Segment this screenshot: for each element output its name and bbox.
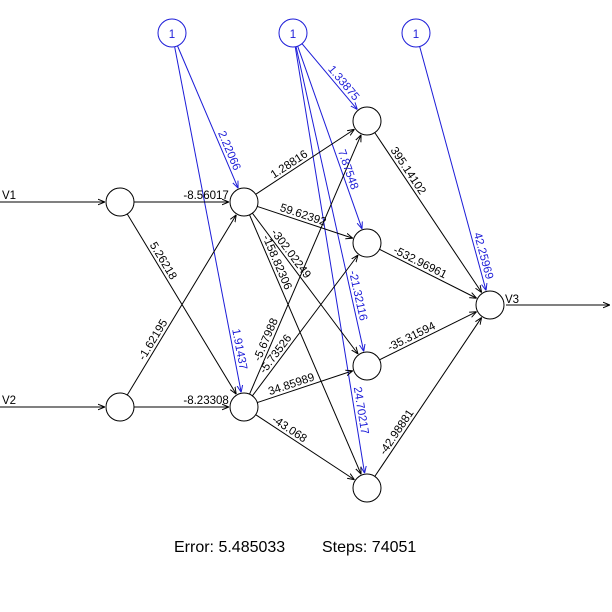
bias-edge-b2-h22 xyxy=(297,46,362,229)
bias-edge-b1-h12 xyxy=(174,46,242,393)
neuron-node-i2 xyxy=(105,392,135,422)
bias-weight-label-b1-h11: 2.22066 xyxy=(215,129,242,172)
bias-edge-b3-out xyxy=(419,46,486,291)
bias-edge-b2-h23 xyxy=(295,46,364,352)
neuron-node-h21 xyxy=(352,106,382,136)
weight-edge-h12-h22 xyxy=(251,255,358,397)
bias-edges xyxy=(174,43,486,473)
weight-edge-h11-h24 xyxy=(249,214,362,474)
weight-weight-label-i2-h12: -8.23308 xyxy=(183,395,228,407)
weight-edge-h12-h21 xyxy=(249,135,362,395)
neuron-node-i1 xyxy=(105,187,135,217)
bias-edge-b2-h24 xyxy=(294,46,364,473)
bias-node-label-b2: 1 xyxy=(290,29,296,41)
weight-edge-h12-h24 xyxy=(255,414,355,480)
weight-weight-label-h12-h24: -43.068 xyxy=(270,414,309,445)
weight-edge-h12-h23 xyxy=(257,371,352,404)
bias-edge-b1-h11 xyxy=(177,45,238,188)
io-lines xyxy=(0,202,610,407)
weight-edge-h22-out xyxy=(379,248,477,298)
weight-weight-label-h22-out: -532.96961 xyxy=(391,244,448,281)
neuron-node-h24 xyxy=(352,473,382,503)
weight-edge-h24-out xyxy=(374,317,482,477)
input-label-v2: V2 xyxy=(2,395,16,407)
bias-node-label-b3: 1 xyxy=(413,29,419,41)
bias-node-label-b1: 1 xyxy=(169,29,175,41)
weight-weight-label-i1-h12: 5.26218 xyxy=(147,240,179,282)
error-text: Error: 5.485033 xyxy=(174,539,285,556)
bias-weight-label-b2-h22: 7.87548 xyxy=(335,148,360,191)
weight-edge-h11-h22 xyxy=(257,205,352,238)
weight-edge-h23-out xyxy=(379,312,477,361)
edge-labels: -8.56017 5.26218 -1.62195 -8.23308 1.28816 59… xyxy=(137,64,495,458)
weight-edge-h11-h23 xyxy=(251,212,358,354)
weight-edge-h11-h21 xyxy=(255,129,355,195)
bias-weight-label-b2-h23: -21.32116 xyxy=(346,270,369,322)
weight-weight-label-h23-out: -35.31594 xyxy=(386,320,438,354)
nodes: 1 1 1 xyxy=(105,18,505,503)
input-label-v1: V1 xyxy=(2,190,16,202)
weight-weight-label-h24-out: -42.98881 xyxy=(378,408,417,458)
steps-text: Steps: 74051 xyxy=(322,539,416,556)
bias-node-b2 xyxy=(278,18,308,48)
bias-weight-label-b2-h21: 1.33875 xyxy=(325,64,361,104)
bias-weight-label-b2-h24: 24.70217 xyxy=(351,386,371,435)
weight-weight-label-h11-h21: 1.28816 xyxy=(269,148,310,181)
neuron-node-h12 xyxy=(229,392,259,422)
neuron-node-h22 xyxy=(352,228,382,258)
output-label-v3: V3 xyxy=(505,294,519,306)
bias-weight-label-b3-out: 42.25969 xyxy=(471,231,495,280)
bias-weight-label-b1-h12: 1.91437 xyxy=(229,328,249,371)
weight-edge-i2-h11 xyxy=(126,215,236,396)
weight-weight-label-h21-out: 395.14102 xyxy=(388,145,428,197)
weight-weight-label-h11-h22: 59.62392 xyxy=(278,202,327,229)
weight-weight-label-i1-h11: -8.56017 xyxy=(183,190,228,202)
neuron-node-h11 xyxy=(229,187,259,217)
weight-edge-h21-out xyxy=(374,132,482,293)
weight-weight-label-h12-h23: 34.85989 xyxy=(267,372,316,399)
neuron-node-out xyxy=(475,290,505,320)
weight-weight-label-i2-h11: -1.62195 xyxy=(137,318,171,363)
weight-edges xyxy=(126,129,482,480)
bias-node-b1 xyxy=(157,18,187,48)
bias-node-b3 xyxy=(401,18,431,48)
bias-edge-b2-h21 xyxy=(301,43,357,110)
neuron-node-h23 xyxy=(352,351,382,381)
